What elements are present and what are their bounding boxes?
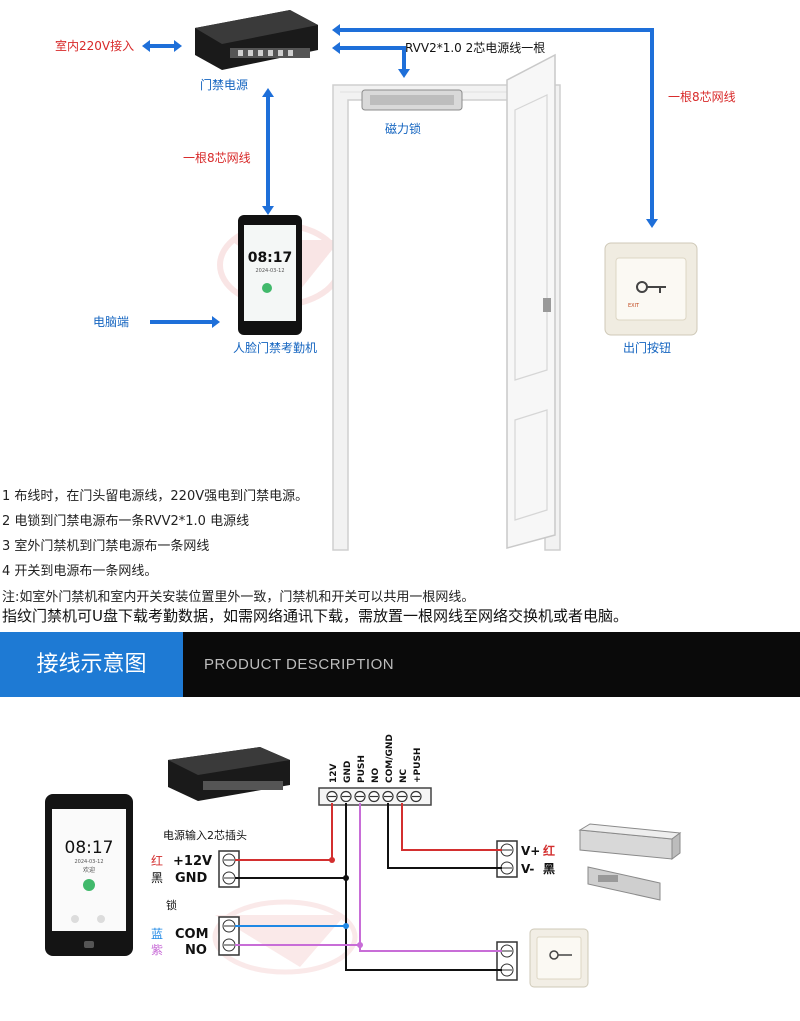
top-arrowheads [142,24,658,328]
note-5: 注:如室外门禁机和室内开关安装位置里外一致，门禁机和开关可以共用一根网线。 [2,590,475,605]
wire-black-vminus [387,803,502,869]
exit-button-text: EXIT [628,303,640,309]
wiring-diagram: 08:17 2024-03-12 欢迎 12V GND PUSH NO COM/… [45,734,682,988]
terminal-label-push-plus: +PUSH [413,748,423,783]
wire-black-gnd [235,803,347,879]
door-panel [506,53,556,549]
wiring-device-greeting: 欢迎 [83,866,95,874]
magnetic-lock-image [361,89,463,111]
black-label-2: 黑 [543,862,555,876]
wiring-face-terminal [45,794,133,956]
top-device-time: 08:17 [248,250,293,266]
v-minus-label: V- [521,862,534,876]
wire-black-common [345,878,502,971]
face-terminal-label: 人脸门禁考勤机 [233,340,317,355]
terminal-label-gnd: GND [343,761,353,783]
top-device-date: 2024-03-12 [255,268,284,274]
black-label: 黑 [151,871,163,885]
rvv-cable-label: RVV2*1.0 2芯电源线一根 [405,41,545,55]
wiring-watermark [212,899,358,975]
no-label: NO [185,943,207,958]
note-1: 1 布线时，在门头留电源线，220V强电到门禁电源。 [2,489,309,504]
gnd-label: GND [175,871,208,886]
v-plus-label: V+ [521,844,540,858]
power-input-label: 电源输入2芯插头 [163,828,247,842]
power-supply-image [195,10,318,70]
ac-input-label: 室内220V接入 [55,38,134,53]
terminal-label-nc: NC [399,768,409,783]
magnetic-lock-label: 磁力锁 [385,121,421,136]
note-6: 指纹门禁机可U盘下载考勤数据，如需网络通讯下载，需放置一根网线至网络交换机或者电… [2,607,628,625]
wiring-exit-button [529,928,589,988]
terminal-label-12v: 12V [329,763,339,783]
lock-label: 锁 [166,898,177,912]
face-terminal-image [238,215,302,335]
terminal-label-push: PUSH [357,755,367,783]
wiring-power-supply [168,747,290,801]
exit-button-image [604,242,698,336]
maglock-image [578,823,682,860]
network-cable-left-label: 一根8芯网线 [183,151,251,165]
pc-side-label: 电脑端 [93,315,129,329]
section-subtitle: PRODUCT DESCRIPTION [204,656,395,673]
connector-exit-button [496,941,518,981]
red-label-2: 红 [543,843,555,858]
section-title: 接线示意图 [0,632,183,697]
plus-12v-label: +12V [173,854,212,869]
wire-purple-exit [359,945,502,952]
electric-strike-image [587,866,661,901]
wires [235,803,502,971]
wiring-device-time: 08:17 [65,838,114,858]
connector-maglock [496,840,518,878]
exit-button-label: 出门按钮 [623,340,671,355]
red-label: 红 [151,853,163,868]
blue-label: 蓝 [151,927,163,941]
purple-label: 紫 [151,943,163,957]
note-3: 3 室外门禁机到门禁电源布一条网线 [2,539,210,554]
connector-lock [218,916,240,956]
wiring-device-date: 2024-03-12 [74,859,103,865]
top-installation-diagram: 08:17 2024-03-12 EXIT 室内220V接入 门禁电源 RVV2 [55,10,736,551]
wire-junctions [329,857,363,948]
wire-red-12v [235,803,333,861]
terminal-block [318,787,432,806]
terminal-label-com-gnd: COM/GND [385,734,395,783]
note-4: 4 开关到电源布一条网线。 [2,564,158,579]
power-supply-label: 门禁电源 [200,77,248,92]
com-label: COM [175,927,209,942]
wire-red-vplus [401,803,502,851]
note-2: 2 电锁到门禁电源布一条RVV2*1.0 电源线 [2,514,250,529]
connector-power [218,850,240,888]
terminal-labels: 12V GND PUSH NO COM/GND NC +PUSH [329,734,423,783]
terminal-label-no: NO [371,767,381,783]
top-cables [145,28,654,324]
network-cable-right-label: 一根8芯网线 [668,90,736,104]
